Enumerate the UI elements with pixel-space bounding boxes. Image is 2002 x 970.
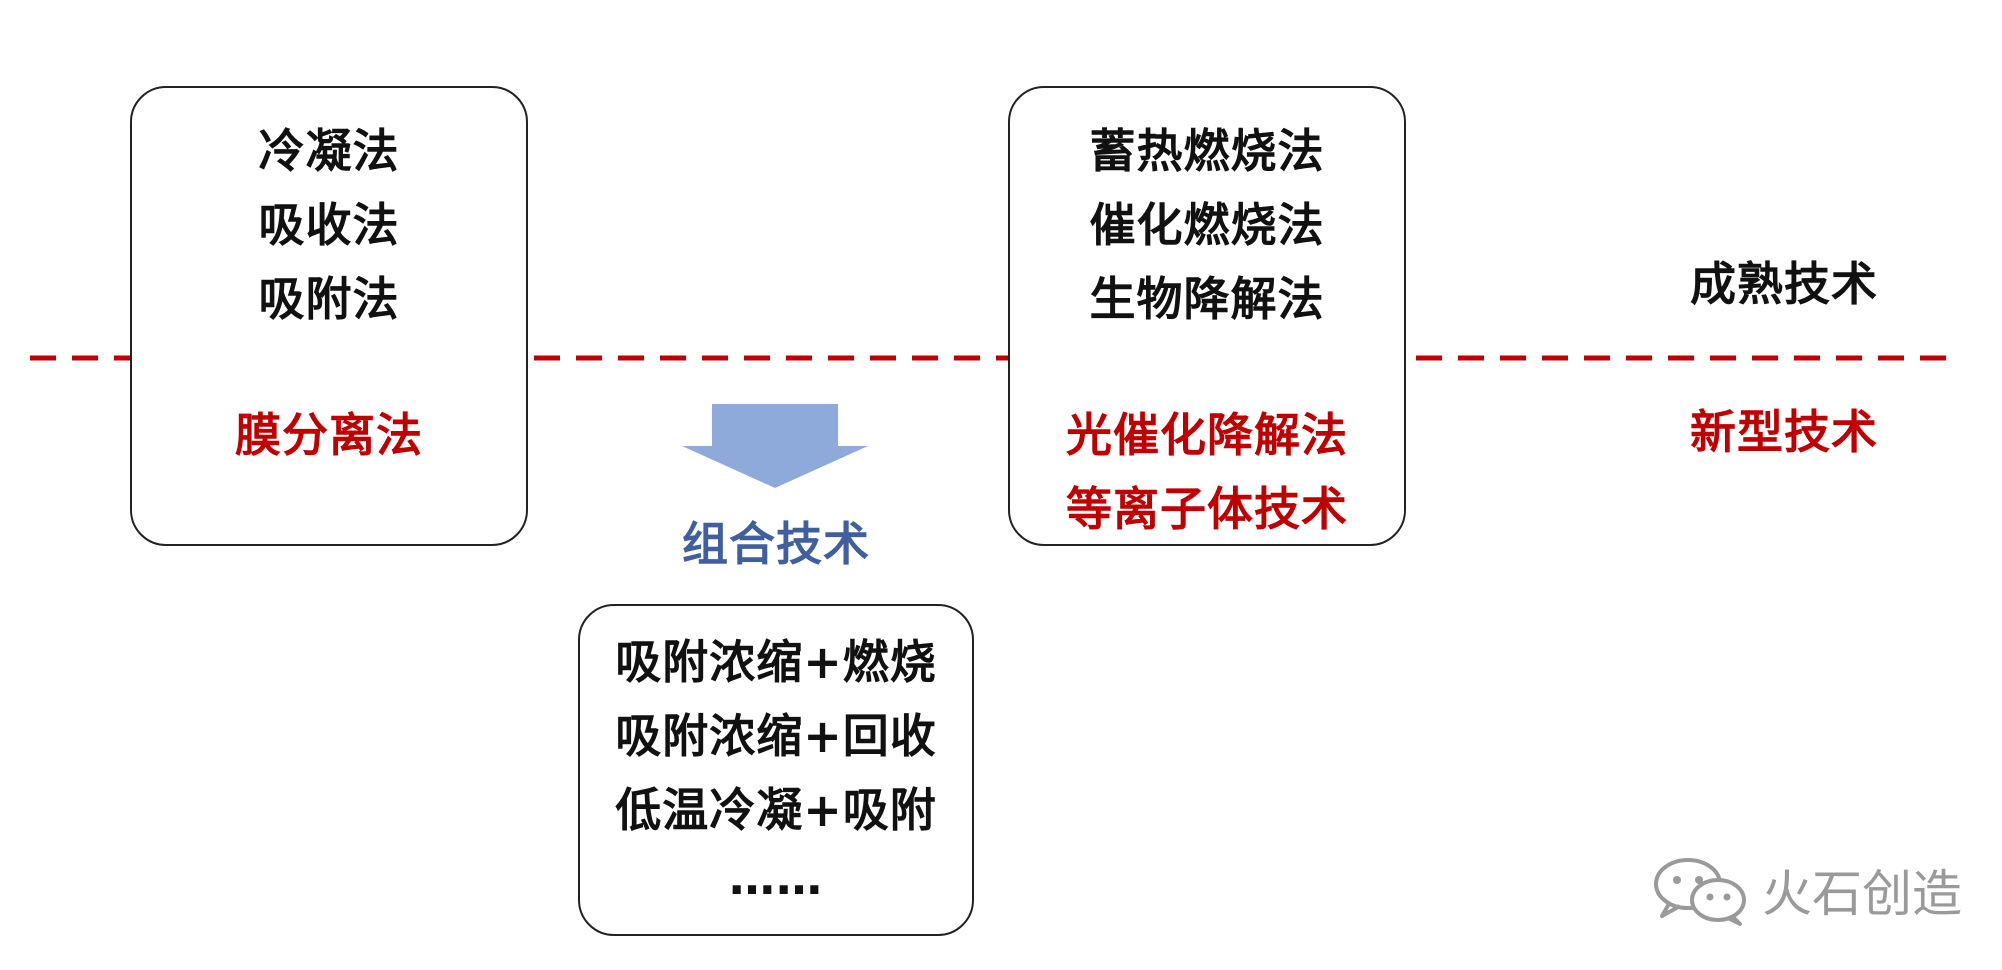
combo-item: 吸附浓缩+回收 bbox=[615, 709, 937, 763]
watermark-text: 火石创造 bbox=[1762, 865, 1962, 923]
wechat-icon bbox=[1654, 858, 1746, 926]
right-mature-item: 生物降解法 bbox=[1089, 272, 1325, 326]
right-mature-item: 催化燃烧法 bbox=[1089, 198, 1325, 252]
left-technology-box: 冷凝法 吸收法 吸附法 膜分离法 bbox=[130, 86, 528, 546]
watermark: 火石创造 bbox=[1648, 854, 1962, 926]
combo-item: 低温冷凝+吸附 bbox=[615, 783, 937, 837]
combo-technology-box: 吸附浓缩+燃烧 吸附浓缩+回收 低温冷凝+吸附 …… bbox=[578, 604, 974, 936]
mature-tech-label: 成熟技术 bbox=[1690, 257, 1878, 311]
arrow-shape bbox=[682, 404, 868, 488]
right-technology-box: 蓄热燃烧法 催化燃烧法 生物降解法 光催化降解法 等离子体技术 bbox=[1008, 86, 1406, 546]
right-new-item: 光催化降解法 bbox=[1066, 408, 1348, 462]
combo-item: …… bbox=[729, 851, 823, 905]
right-new-item: 等离子体技术 bbox=[1066, 482, 1348, 536]
left-mature-item: 吸附法 bbox=[258, 272, 400, 326]
left-mature-item: 冷凝法 bbox=[258, 124, 400, 178]
right-mature-item: 蓄热燃烧法 bbox=[1089, 124, 1325, 178]
left-new-item: 膜分离法 bbox=[235, 408, 423, 462]
left-mature-item: 吸收法 bbox=[258, 198, 400, 252]
combo-item: 吸附浓缩+燃烧 bbox=[615, 635, 937, 689]
combo-tech-label: 组合技术 bbox=[682, 517, 870, 571]
down-arrow-icon bbox=[682, 404, 868, 488]
new-tech-label: 新型技术 bbox=[1690, 405, 1878, 459]
